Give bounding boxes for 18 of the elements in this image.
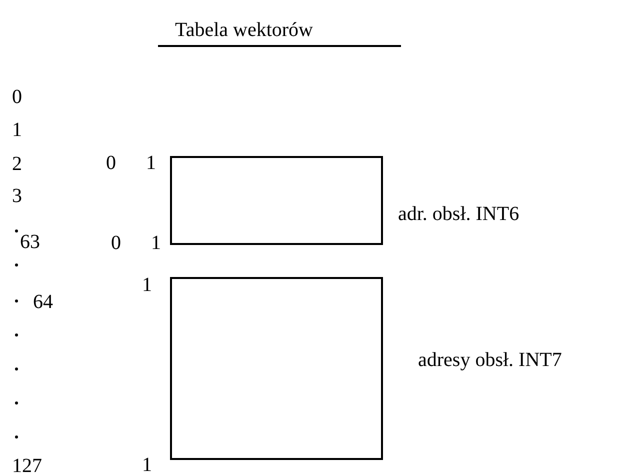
vector-number: 63	[20, 232, 40, 252]
memory-block	[170, 277, 383, 460]
block-caption: adr. obsł. INT6	[398, 204, 520, 224]
byte-marker: 0	[111, 233, 121, 253]
byte-marker: 1	[142, 275, 152, 295]
byte-marker: 1	[151, 233, 161, 253]
block-caption: adresy obsł. INT7	[418, 350, 562, 370]
vector-number: 1	[12, 120, 22, 140]
vector-number: 0	[12, 87, 22, 107]
vector-number: 64	[33, 292, 53, 312]
byte-marker: 1	[142, 455, 152, 473]
vector-number: 127	[12, 456, 42, 473]
title: Tabela wektorów	[175, 20, 313, 40]
byte-marker: 1	[146, 153, 156, 173]
memory-block	[170, 156, 383, 245]
vector-number: 2	[12, 154, 22, 174]
byte-marker: 0	[106, 153, 116, 173]
vector-number: 3	[12, 186, 22, 206]
